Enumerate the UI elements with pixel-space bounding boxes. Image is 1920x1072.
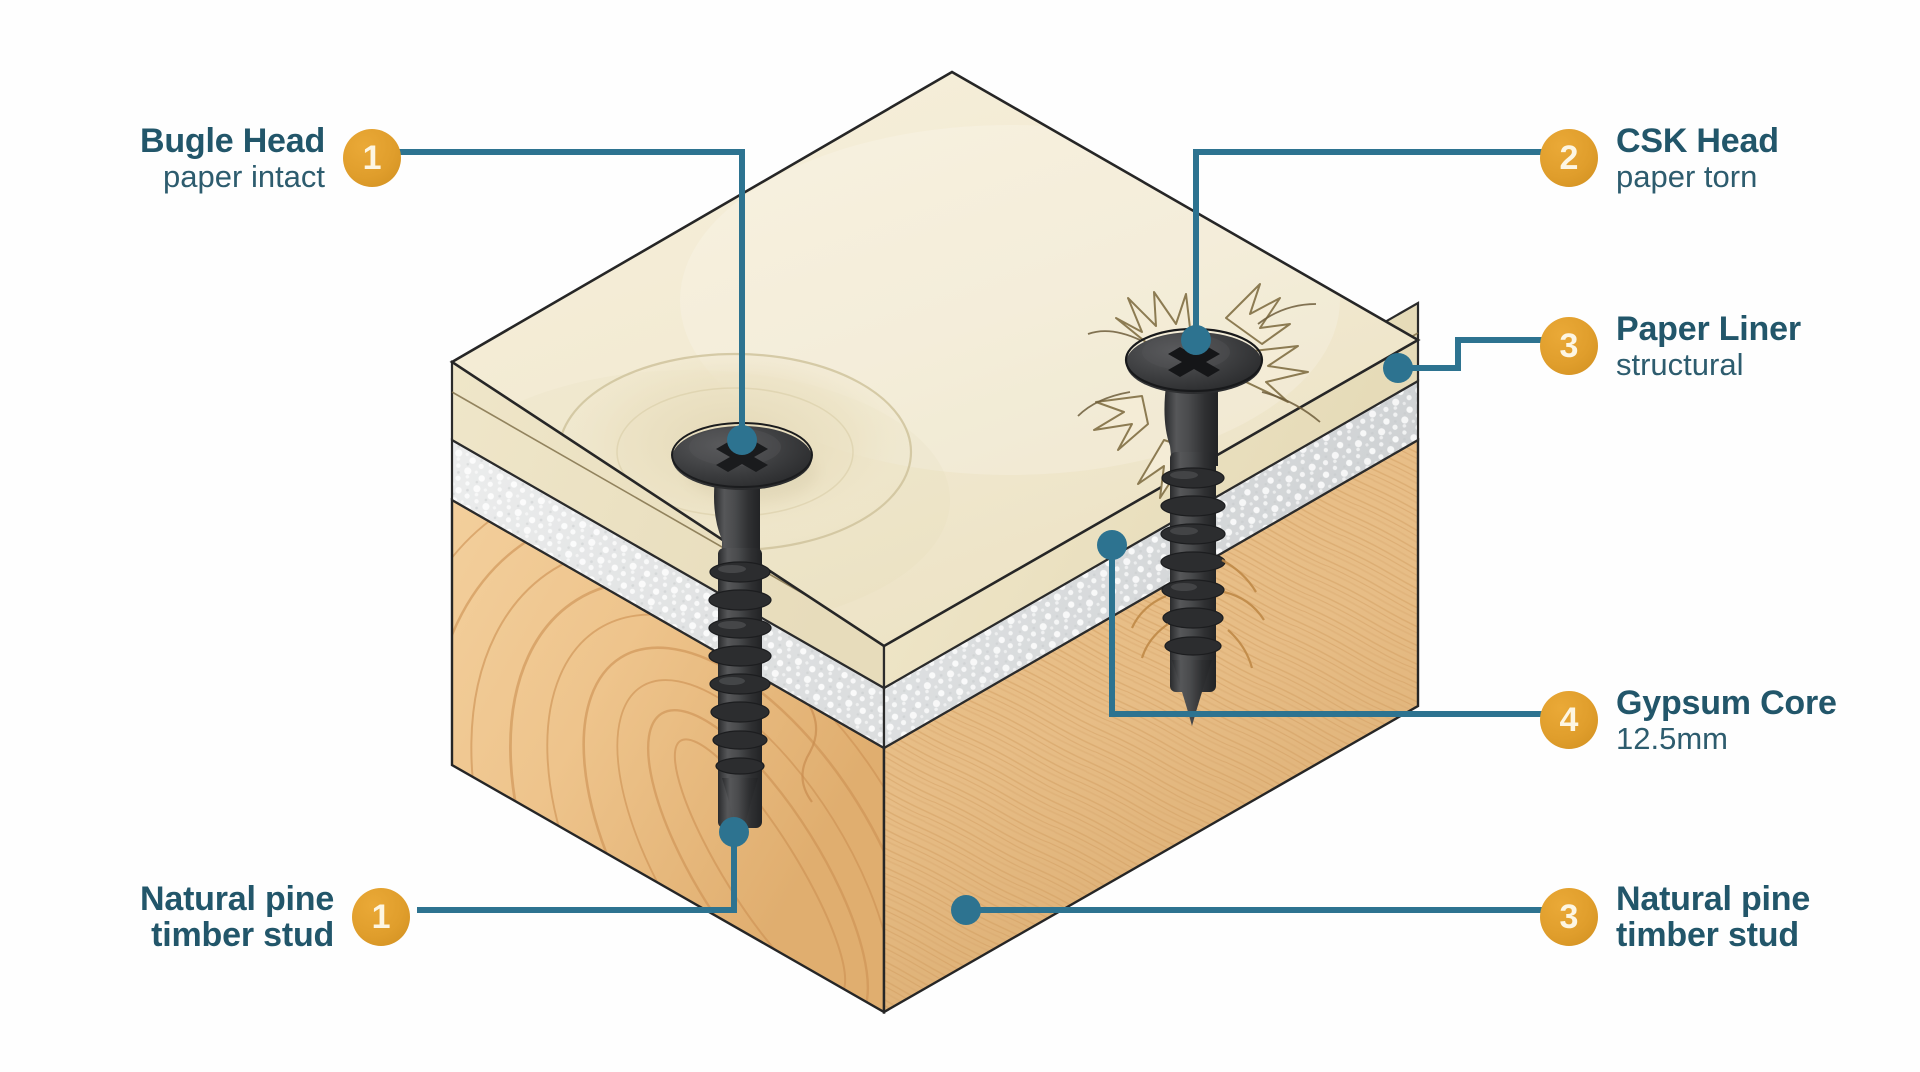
leader-endpoints <box>719 325 1413 925</box>
callout-paper-liner-title: Paper Liner <box>1616 310 1801 348</box>
leader-paper-liner <box>1395 337 1543 371</box>
callout-timber-side-grain-subtitle: timber stud <box>1616 916 1799 955</box>
callout-timber-end-grain-text: Natural pine timber stud <box>140 881 334 953</box>
callout-badge-3-paper-liner[interactable]: 3 <box>1540 317 1598 376</box>
callout-bugle-head-subtitle: paper intact <box>163 159 326 195</box>
callout-gypsum-core-subtitle: 12.5mm <box>1616 721 1728 757</box>
callout-badge-4-gypsum-core[interactable]: 4 <box>1540 691 1598 750</box>
callout-paper-liner-subtitle: structural <box>1616 347 1744 383</box>
callout-gypsum-core[interactable]: 4 Gypsum Core 12.5mm <box>1540 685 1837 756</box>
callout-badge-1-bugle-head[interactable]: 1 <box>343 129 402 188</box>
callout-timber-side-grain-title: Natural pine <box>1616 880 1811 918</box>
callout-bugle-head-text: Bugle Head paper intact <box>140 123 325 194</box>
callout-csk-head-subtitle: paper torn <box>1616 159 1758 195</box>
callout-timber-side-grain-text: Natural pine timber stud <box>1616 881 1810 953</box>
callout-csk-head[interactable]: 2 CSK Head paper torn <box>1540 123 1779 194</box>
callout-csk-head-title: CSK Head <box>1616 122 1779 160</box>
callout-bugle-head[interactable]: Bugle Head paper intact 1 <box>140 123 402 194</box>
callout-badge-3-timber-stud[interactable]: 3 <box>1540 888 1598 947</box>
callout-timber-side-grain[interactable]: 3 Natural pine timber stud <box>1540 881 1810 953</box>
callout-badge-1-timber-stud[interactable]: 1 <box>352 888 411 947</box>
phillips-recess <box>1168 347 1220 377</box>
callout-csk-head-text: CSK Head paper torn <box>1616 123 1779 194</box>
phillips-recess <box>716 442 768 472</box>
callout-paper-liner[interactable]: 3 Paper Liner structural <box>1540 311 1801 382</box>
callout-badge-2-csk-head[interactable]: 2 <box>1540 129 1598 188</box>
callout-timber-end-grain-title: Natural pine <box>140 880 335 918</box>
callout-paper-liner-text: Paper Liner structural <box>1616 311 1801 382</box>
callout-gypsum-core-title: Gypsum Core <box>1616 684 1837 722</box>
callout-bugle-head-title: Bugle Head <box>140 122 326 160</box>
callout-timber-end-grain-subtitle: timber stud <box>151 916 335 955</box>
callout-gypsum-core-text: Gypsum Core 12.5mm <box>1616 685 1837 756</box>
callout-timber-end-grain[interactable]: Natural pine timber stud 1 <box>140 881 411 953</box>
